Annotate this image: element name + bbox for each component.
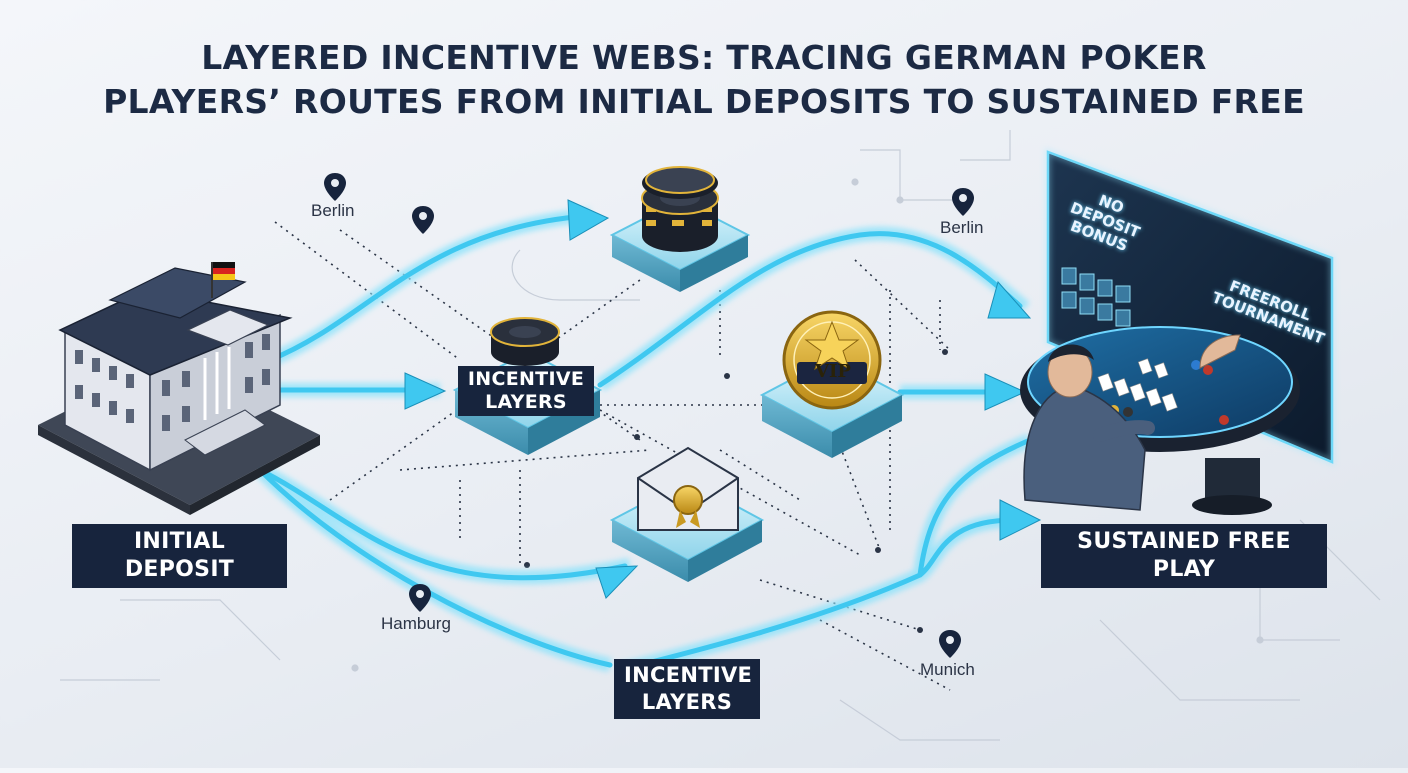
pin-hamburg-icon — [409, 584, 431, 612]
city-berlin-left: Berlin — [311, 201, 355, 220]
route-incentive-to-table — [597, 231, 1023, 388]
incentive-layers-bottom-line1: INCENTIVE — [624, 663, 753, 687]
poker-table-scene-icon — [1020, 147, 1335, 515]
bank-building-icon — [38, 262, 320, 515]
pin-berlin-left-icon — [324, 173, 346, 201]
title-line-2: PLAYERS’ ROUTES FROM INITIAL DEPOSITS TO… — [103, 82, 1305, 121]
incentive-layers-bottom-line2: LAYERS — [641, 690, 733, 714]
route-merge-to-table — [917, 437, 1033, 578]
initial-deposit-text: INITIAL DEPOSIT — [124, 529, 235, 582]
vip-badge-text: VIP — [815, 361, 851, 382]
sustained-free-play-label: SUSTAINED FREE PLAY — [1041, 524, 1327, 588]
pin-berlin-right-icon — [952, 188, 974, 216]
pin-munich-icon — [939, 630, 961, 658]
chip-stack-tile-icon — [609, 166, 751, 292]
route-deposit-to-envelope — [257, 467, 628, 581]
city-hamburg: Hamburg — [381, 614, 451, 633]
envelope-tile-icon — [609, 446, 765, 582]
pin-extra-icon — [412, 206, 434, 234]
dot-nodes — [524, 349, 948, 633]
incentive-layers-top-label: INCENTIVE LAYERS — [458, 366, 594, 416]
location-pin-icon — [324, 173, 974, 658]
sustained-free-play-text: SUSTAINED FREE PLAY — [1077, 529, 1291, 582]
city-berlin-right: Berlin — [940, 218, 984, 237]
title-line-1: LAYERED INCENTIVE WEBS: TRACING GERMAN P… — [201, 38, 1207, 77]
page-title: LAYERED INCENTIVE WEBS: TRACING GERMAN P… — [0, 36, 1408, 124]
incentive-layers-bottom-label: INCENTIVE LAYERS — [614, 659, 760, 719]
route-deposit-to-chips — [267, 213, 588, 363]
city-munich: Munich — [920, 660, 975, 679]
route-arrowheads — [404, 199, 1042, 599]
route-lines — [257, 213, 1033, 673]
incentive-layers-top-line1: INCENTIVE — [467, 368, 585, 390]
incentive-layers-top-line2: LAYERS — [485, 391, 567, 413]
initial-deposit-label: INITIAL DEPOSIT — [72, 524, 287, 588]
vip-tile-icon — [759, 310, 905, 458]
route-bottom-to-free — [617, 517, 1018, 673]
route-glow — [255, 208, 1033, 677]
